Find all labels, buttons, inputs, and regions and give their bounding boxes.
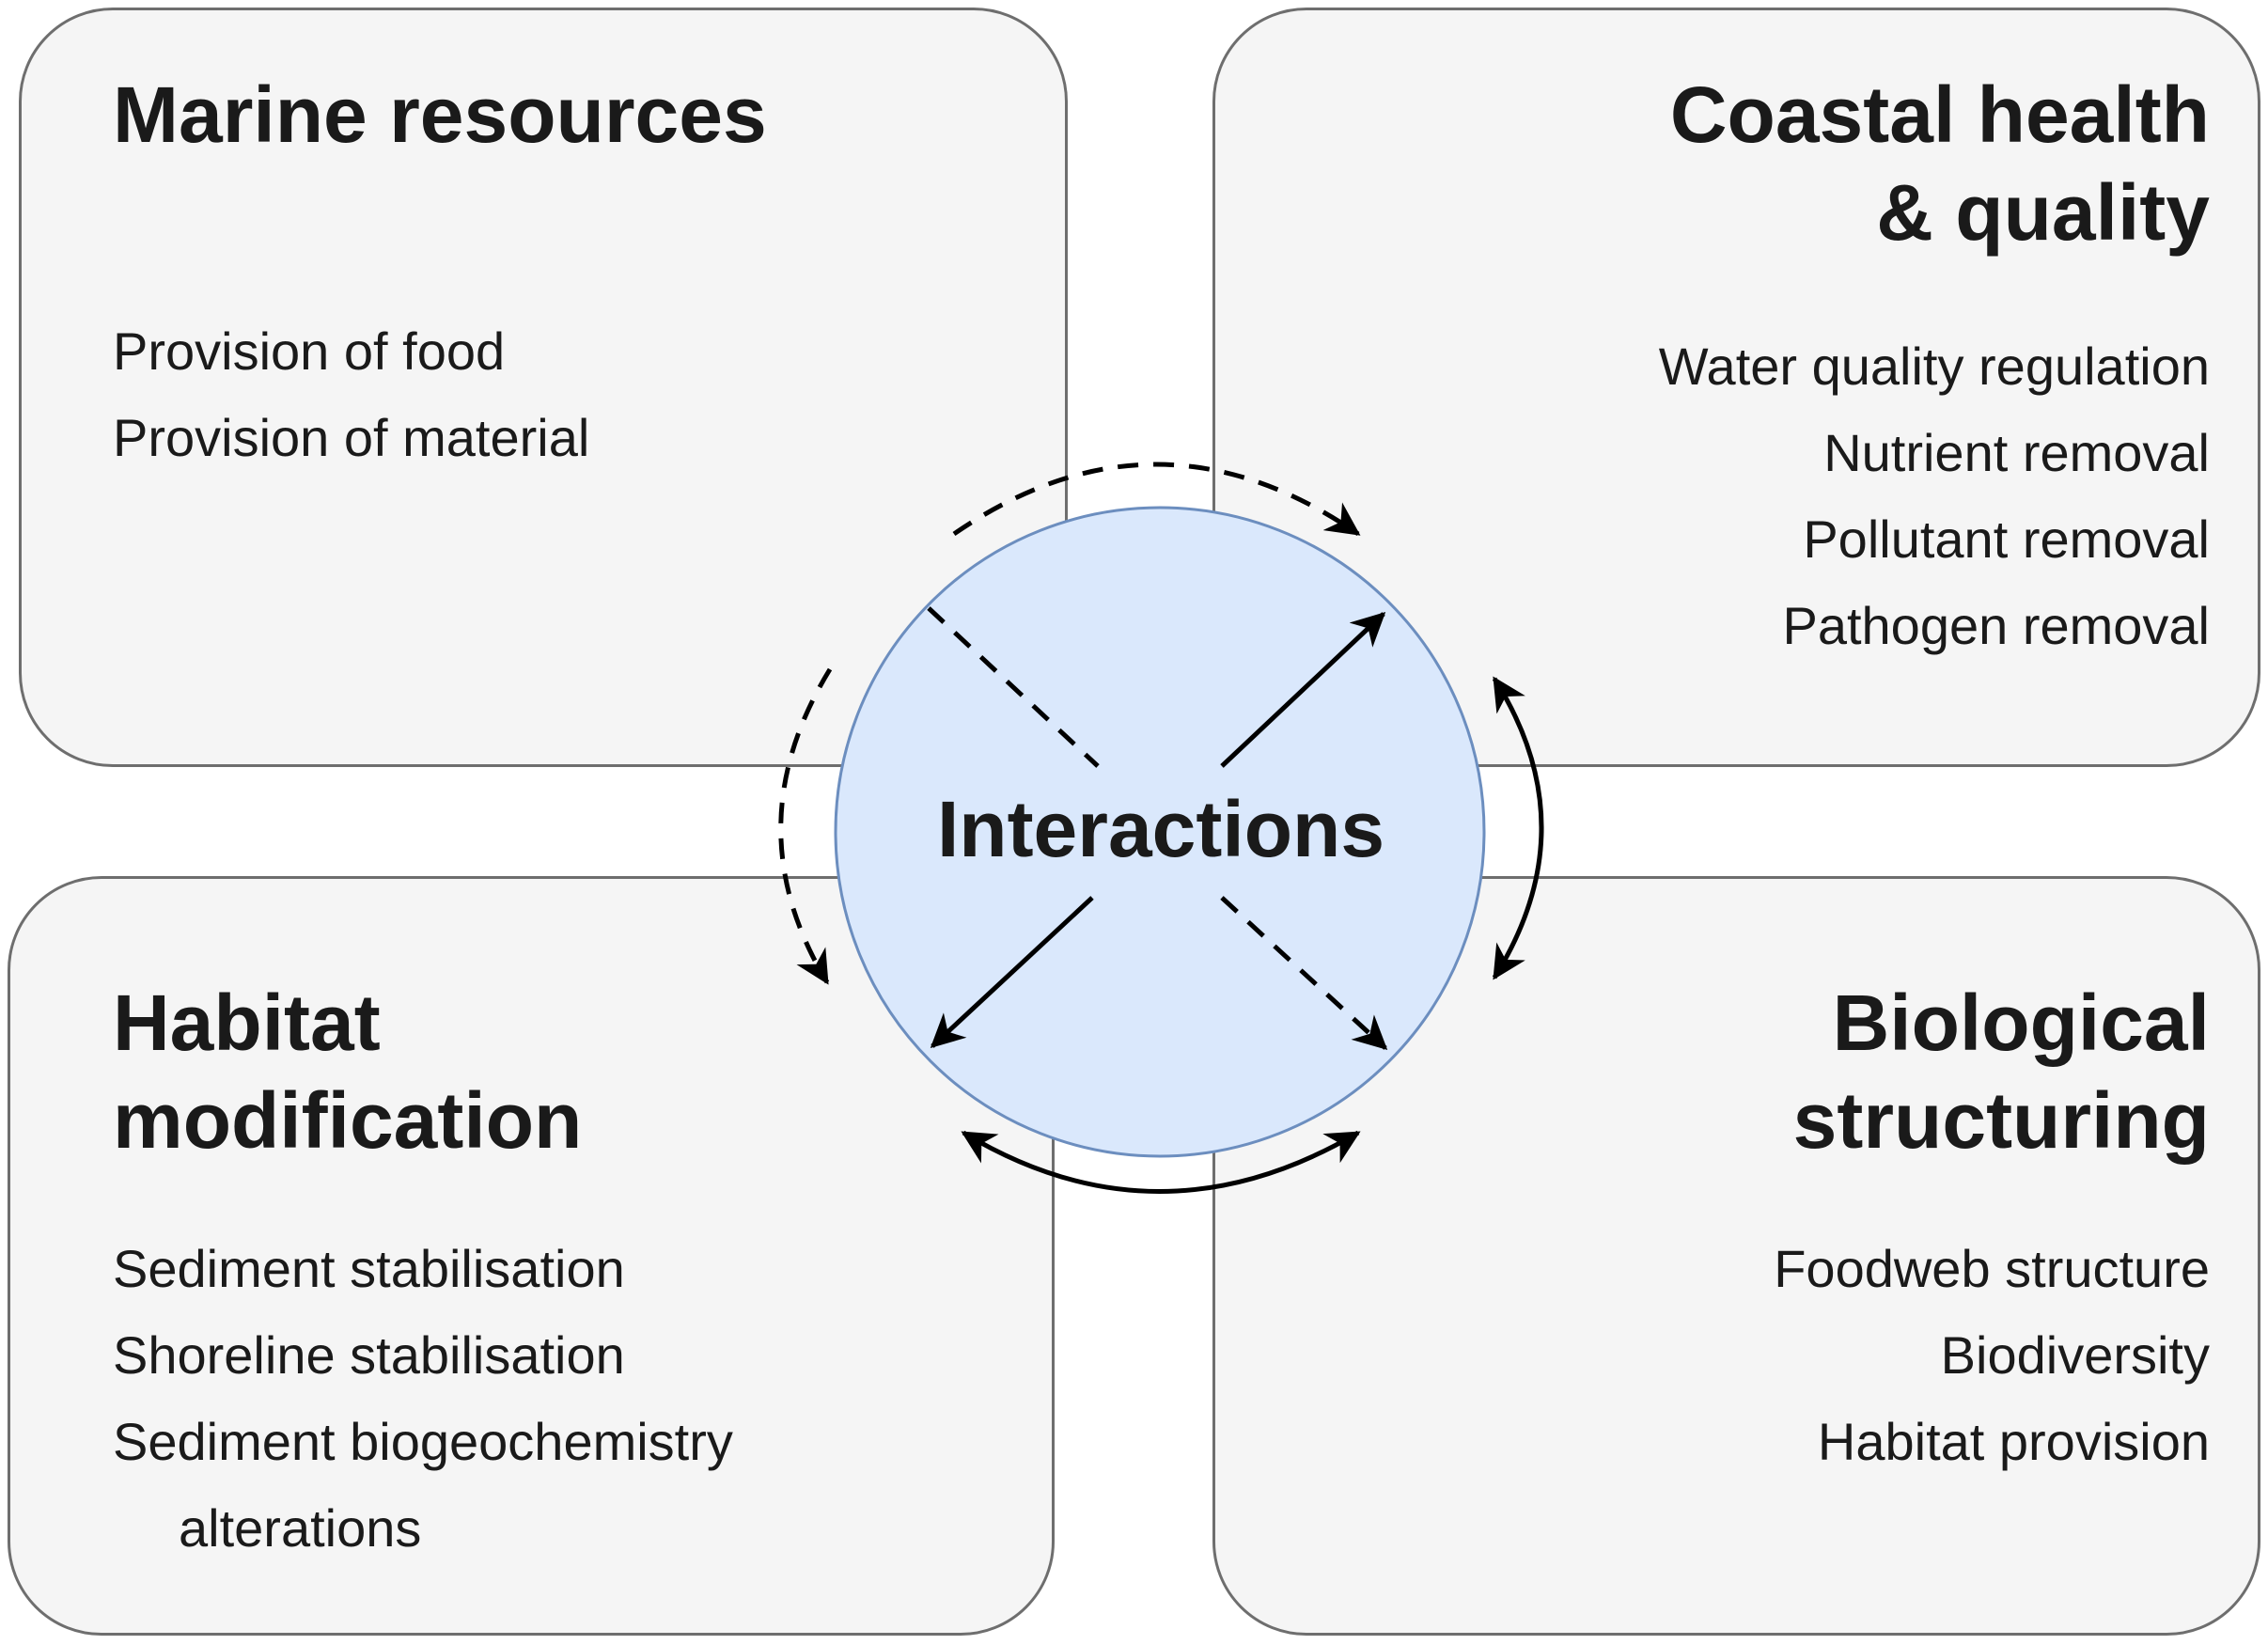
interactions-label: Interactions (936, 785, 1385, 873)
arrow-to-coastal-health (1220, 611, 1386, 768)
list-item: alterations (179, 1498, 422, 1558)
biological-structuring-list: Foodweb structure Biodiversity Habitat p… (1774, 1226, 2210, 1485)
arrow-to-biological-structuring (1220, 896, 1388, 1051)
list-item: Sediment stabilisation (113, 1239, 625, 1298)
habitat-modification-list: Sediment stabilisation Shoreline stabili… (113, 1226, 733, 1572)
coastal-health-title: Coastal health & quality (1669, 70, 2210, 257)
list-item: Pollutant removal (1803, 509, 2210, 569)
habitat-modification-panel (8, 876, 1055, 1636)
curved-arrow-top (952, 462, 1361, 537)
list-item: Foodweb structure (1774, 1239, 2210, 1298)
arrow-to-habitat-modification (930, 896, 1094, 1049)
curved-arrow-left (778, 667, 833, 985)
curved-arrow-right (1492, 676, 1544, 980)
list-item: Biodiversity (1940, 1325, 2210, 1385)
coastal-health-list: Water quality regulation Nutrient remova… (1659, 323, 2210, 669)
dashed-line-tl (927, 606, 1100, 768)
habitat-modification-title: Habitat modification (113, 979, 583, 1165)
marine-resources-list: Provision of food Provision of material (113, 308, 589, 481)
list-item: Habitat provision (1817, 1412, 2210, 1471)
list-item: Provision of material (113, 408, 590, 467)
list-item: Water quality regulation (1658, 337, 2210, 396)
list-item: Nutrient removal (1823, 423, 2210, 482)
list-item: Shoreline stabilisation (113, 1325, 625, 1385)
marine-resources-title: Marine resources (113, 70, 767, 159)
list-item: Sediment biogeochemistry (113, 1412, 733, 1471)
list-item: Provision of food (113, 321, 506, 381)
curved-arrow-bottom (961, 1130, 1361, 1194)
biological-structuring-title: Biological structuring (1792, 979, 2210, 1165)
marine-resources-panel (19, 8, 1068, 767)
list-item: Pathogen removal (1782, 596, 2210, 655)
